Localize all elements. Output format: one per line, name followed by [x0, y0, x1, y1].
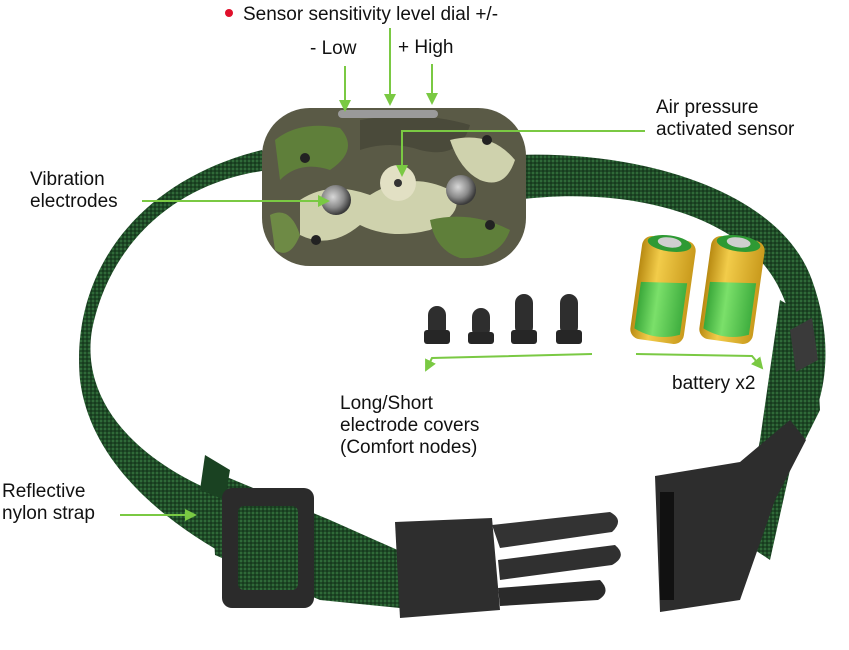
label-sensitivity-dial-text: Sensor sensitivity level dial +/-: [243, 4, 499, 25]
slide-buckle: [222, 488, 314, 608]
callout-air-pressure: [396, 130, 645, 177]
label-strap-line2: nylon strap: [2, 503, 95, 524]
label-vibration-line1: Vibration: [30, 169, 105, 190]
label-vibration-line2: electrodes: [30, 191, 118, 212]
bullet-icon: [225, 8, 233, 17]
label-air-pressure-line2: activated sensor: [656, 119, 795, 140]
label-vibration: Vibration electrodes: [30, 169, 118, 213]
bark-collar-device: [262, 108, 526, 266]
label-covers-line3: (Comfort nodes): [340, 437, 478, 458]
label-sensitivity-dial: Sensor sensitivity level dial +/-: [225, 4, 498, 26]
electrode-covers: [424, 294, 582, 344]
label-high: + High: [398, 37, 454, 58]
label-battery: battery x2: [672, 373, 756, 394]
label-air-pressure: Air pressure activated sensor: [656, 97, 794, 141]
electrode-cover: [556, 294, 582, 344]
male-buckle: [395, 512, 621, 618]
label-strap-line1: Reflective: [2, 481, 86, 502]
label-electrode-covers: Long/Short electrode covers (Comfort nod…: [340, 393, 479, 459]
electrode-cover: [424, 306, 450, 344]
electrode-cover: [511, 294, 537, 344]
label-low: - Low: [310, 38, 357, 59]
callout-battery: [635, 353, 764, 370]
batteries: [630, 234, 765, 344]
label-strap: Reflective nylon strap: [2, 481, 95, 525]
callout-covers: [425, 353, 593, 372]
label-covers-line1: Long/Short: [340, 393, 433, 414]
electrode-cover: [468, 308, 494, 344]
label-air-pressure-line1: Air pressure: [656, 97, 759, 118]
battery: [630, 234, 696, 344]
callout-lines: [120, 28, 764, 521]
label-covers-line2: electrode covers: [340, 415, 480, 436]
female-buckle: [655, 318, 818, 612]
battery: [699, 234, 765, 344]
